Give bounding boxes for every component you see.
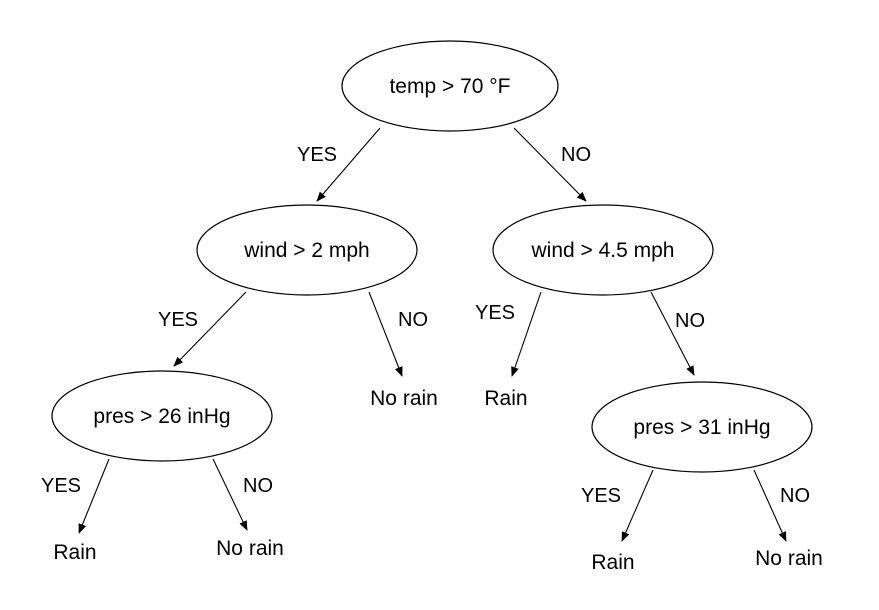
- edge-left-wind-yes: [173, 291, 247, 367]
- node-left-pres-label: pres > 26 inHg: [93, 405, 230, 428]
- leaf-left-pres-no: No rain: [216, 537, 284, 560]
- edge-root-no: [513, 127, 587, 202]
- leaf-right-pres-no: No rain: [755, 547, 823, 570]
- edge-label-right-pres-yes: YES: [581, 485, 621, 507]
- leaf-left-pres-yes: Rain: [53, 541, 96, 564]
- edge-right-wind-yes: [511, 291, 542, 377]
- node-right-wind: wind > 4.5 mph: [492, 204, 714, 296]
- edge-label-right-wind-no: NO: [675, 310, 705, 332]
- leaf-right-wind-yes: Rain: [484, 387, 527, 410]
- leaf-right-pres-yes: Rain: [591, 551, 634, 574]
- edge-label-right-wind-yes: YES: [475, 302, 515, 324]
- edge-right-wind-no: [650, 291, 695, 376]
- node-left-wind-label: wind > 2 mph: [243, 239, 370, 262]
- edge-left-wind-no: [368, 291, 403, 377]
- edge-label-left-wind-yes: YES: [158, 309, 198, 331]
- edge-label-left-pres-yes: YES: [41, 475, 81, 497]
- node-left-wind: wind > 2 mph: [196, 204, 418, 296]
- node-root-label: temp > 70 °F: [389, 75, 510, 98]
- node-left-pres: pres > 26 inHg: [51, 370, 273, 462]
- node-right-wind-label: wind > 4.5 mph: [530, 239, 674, 262]
- node-right-pres-label: pres > 31 inHg: [633, 416, 770, 439]
- edge-label-left-wind-no: NO: [398, 309, 428, 331]
- leaf-left-wind-no: No rain: [370, 387, 438, 410]
- edge-right-pres-no: [753, 469, 787, 542]
- edge-left-pres-yes: [78, 458, 110, 534]
- edge-label-root-yes: YES: [297, 144, 337, 166]
- edge-label-right-pres-no: NO: [780, 485, 810, 507]
- edge-left-pres-no: [212, 458, 248, 531]
- edge-root-yes: [316, 127, 381, 202]
- edge-label-left-pres-no: NO: [243, 475, 273, 497]
- node-right-pres: pres > 31 inHg: [591, 381, 813, 473]
- edge-right-pres-yes: [621, 469, 654, 542]
- node-root: temp > 70 °F: [341, 40, 559, 132]
- edge-label-root-no: NO: [561, 144, 591, 166]
